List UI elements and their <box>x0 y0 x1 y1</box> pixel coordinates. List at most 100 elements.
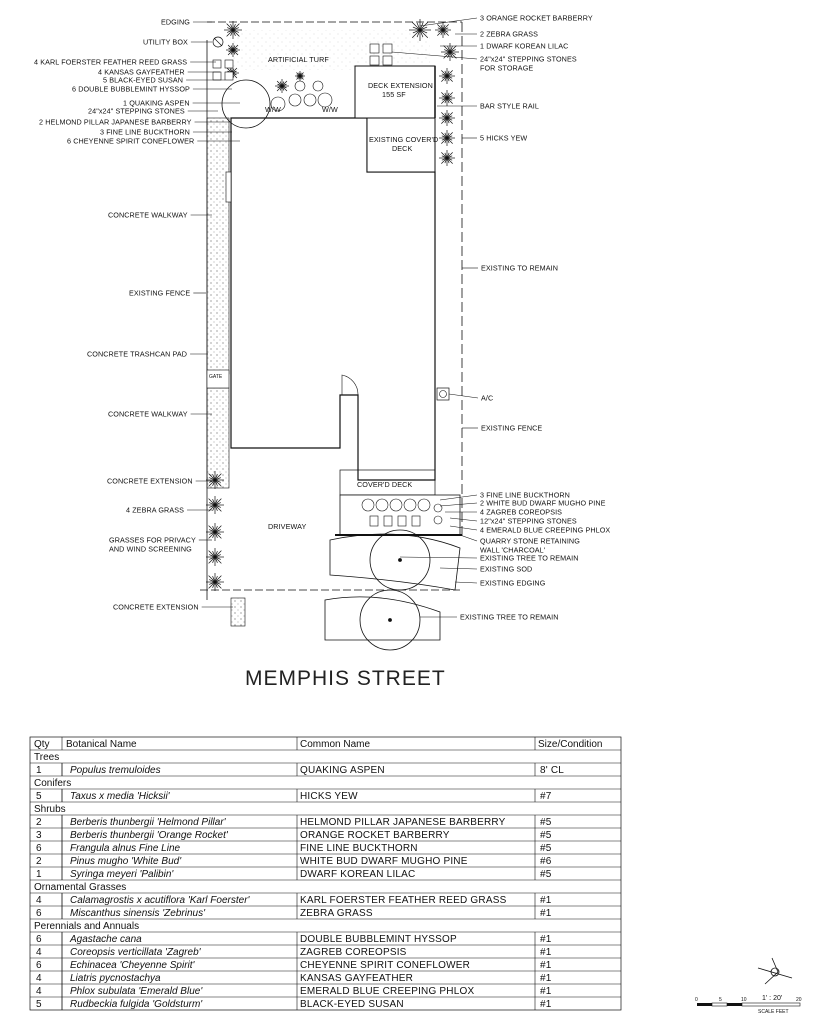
cell-qty: 6 <box>36 843 42 854</box>
artificial-turf-label: ARTIFICIAL TURF <box>268 55 329 64</box>
cell-size: #1 <box>540 960 552 971</box>
cell-qty: 1 <box>36 869 42 880</box>
label-zebra-grass-right: 2 ZEBRA GRASS <box>480 30 538 39</box>
label-mugho-pine: 2 WHITE BUD DWARF MUGHO PINE <box>480 499 606 508</box>
cell-qty: 6 <box>36 960 42 971</box>
cell-size: #7 <box>540 791 552 802</box>
cell-size: #5 <box>540 869 552 880</box>
leader-tree-remain-a <box>399 556 478 559</box>
label-quaking-aspen: 1 QUAKING ASPEN <box>123 99 190 108</box>
cell-common: ZAGREB COREOPSIS <box>300 947 407 958</box>
label-zebra-grass-left: 4 ZEBRA GRASS <box>126 506 184 515</box>
concrete-walkway-strip <box>206 117 230 375</box>
table-group-label: Perennials and Annuals <box>34 921 139 932</box>
cell-size: #1 <box>540 947 552 958</box>
street-name: MEMPHIS STREET <box>245 667 446 690</box>
label-fine-line-b: 3 FINE LINE BUCKTHORN <box>480 491 570 500</box>
label-utility-box: UTILITY BOX <box>143 38 188 47</box>
label-helmond-pillar: 2 HELMOND PILLAR JAPANESE BARBERRY <box>39 118 192 127</box>
cell-common: KARL FOERSTER FEATHER REED GRASS <box>300 895 507 906</box>
cell-qty: 5 <box>36 791 42 802</box>
scale-bar <box>697 1002 801 1007</box>
label-fine-line-a: 3 FINE LINE BUCKTHORN <box>100 128 190 137</box>
scale-tick-20: 20 <box>796 997 802 1003</box>
cell-botanical: Calamagrostis x acutiflora 'Karl Foerste… <box>70 895 251 906</box>
cell-botanical: Echinacea 'Cheyenne Spirit' <box>70 960 196 971</box>
grass-symbol-icon <box>226 43 240 57</box>
cell-botanical: Pinus mugho 'White Bud' <box>70 856 182 867</box>
table-group-label: Conifers <box>34 778 71 789</box>
cell-common: FINE LINE BUCKTHORN <box>300 843 418 854</box>
label-existing-remain: EXISTING TO REMAIN <box>481 264 558 273</box>
cell-qty: 4 <box>36 986 42 997</box>
label-concrete-extension-b: CONCRETE EXTENSION <box>113 603 199 612</box>
label-kansas-gayfeather: 4 KANSAS GAYFEATHER <box>98 68 185 77</box>
ac-unit <box>436 387 450 401</box>
label-grasses-privacy-1: GRASSES FOR PRIVACY <box>109 536 196 545</box>
label-creeping-phlox: 4 EMERALD BLUE CREEPING PHLOX <box>480 526 610 535</box>
deck-area-label: 155 SF <box>382 90 406 99</box>
cell-size: #6 <box>540 856 552 867</box>
cell-qty: 1 <box>36 765 42 776</box>
concrete-walkway-strip-lower <box>206 387 230 489</box>
door-swing <box>341 374 359 396</box>
cell-size: #1 <box>540 973 552 984</box>
cell-botanical: Coreopsis verticillata 'Zagreb' <box>70 947 202 958</box>
label-dwarf-lilac: 1 DWARF KOREAN LILAC <box>480 42 568 51</box>
trashcan-pad <box>206 369 230 389</box>
label-ac: A/C <box>481 394 493 403</box>
label-existing-fence-b: EXISTING FENCE <box>481 424 542 433</box>
cell-size: #5 <box>540 817 552 828</box>
cell-common: DOUBLE BUBBLEMINT HYSSOP <box>300 934 457 945</box>
cell-size: #1 <box>540 934 552 945</box>
grass-symbol-icon <box>409 19 431 41</box>
cell-common: KANSAS GAYFEATHER <box>300 973 413 984</box>
grass-symbol-icon <box>206 573 224 591</box>
grass-symbol-icon <box>439 68 455 84</box>
label-grasses-privacy-2: AND WIND SCREENING <box>109 545 192 554</box>
cell-botanical: Frangula alnus Fine Line <box>70 843 181 854</box>
ww-label-2: W/W <box>322 105 338 114</box>
cell-qty: 6 <box>36 908 42 919</box>
label-sod: EXISTING SOD <box>480 565 532 574</box>
cell-qty: 2 <box>36 856 42 867</box>
leader-sod <box>439 567 478 570</box>
artificial-turf-area <box>230 30 430 70</box>
cell-common: HICKS YEW <box>300 791 358 802</box>
leader-mugho-pine <box>439 502 478 507</box>
grass-symbol-icon <box>439 90 455 106</box>
covered-deck-label-2: DECK <box>392 144 412 153</box>
right-callouts: 3 ORANGE ROCKET BARBERRY 2 ZEBRA GRASS 1 D… <box>391 14 610 622</box>
cell-qty: 5 <box>36 999 42 1010</box>
cell-common: ORANGE ROCKET BARBERRY <box>300 830 450 841</box>
covered-deck-label: EXISTING COVER'D <box>369 135 438 144</box>
cell-size: 8' CL <box>540 765 564 776</box>
grass-symbol-icon <box>206 496 224 514</box>
cell-size: #1 <box>540 895 552 906</box>
label-trashcan-pad: CONCRETE TRASHCAN PAD <box>87 350 187 359</box>
label-concrete-walkway-a: CONCRETE WALKWAY <box>108 211 188 220</box>
cell-botanical: Populus tremuloides <box>70 765 161 776</box>
concrete-extension-pad <box>230 597 246 627</box>
scale-ratio: 1' : 20' <box>762 995 782 1002</box>
table-frame <box>29 736 622 1011</box>
leader-creeping-phlox <box>449 525 478 531</box>
leader-stepping-stones-b1 <box>391 51 478 60</box>
front-deck-label: COVER'D DECK <box>357 480 412 489</box>
cell-qty: 3 <box>36 830 42 841</box>
label-stepping-stones-b2: FOR STORAGE <box>480 64 533 73</box>
existing-covered-deck <box>366 117 436 173</box>
grass-symbol-icon <box>275 79 289 93</box>
label-orange-rocket: 3 ORANGE ROCKET BARBERRY <box>480 14 593 23</box>
cell-botanical: Berberis thunbergii 'Helmond Pillar' <box>70 817 227 828</box>
cell-botanical: Liatris pycnostachya <box>70 973 161 984</box>
label-tree-remain-a: EXISTING TREE TO REMAIN <box>480 554 579 563</box>
scale-tick-0: 0 <box>695 997 698 1003</box>
table-group-label: Trees <box>34 752 59 763</box>
table-group-label: Ornamental Grasses <box>34 882 126 893</box>
label-zagreb: 4 ZAGREB COREOPSIS <box>480 508 562 517</box>
ac-fan-icon <box>439 390 447 398</box>
scale-tick-10: 10 <box>741 997 747 1003</box>
